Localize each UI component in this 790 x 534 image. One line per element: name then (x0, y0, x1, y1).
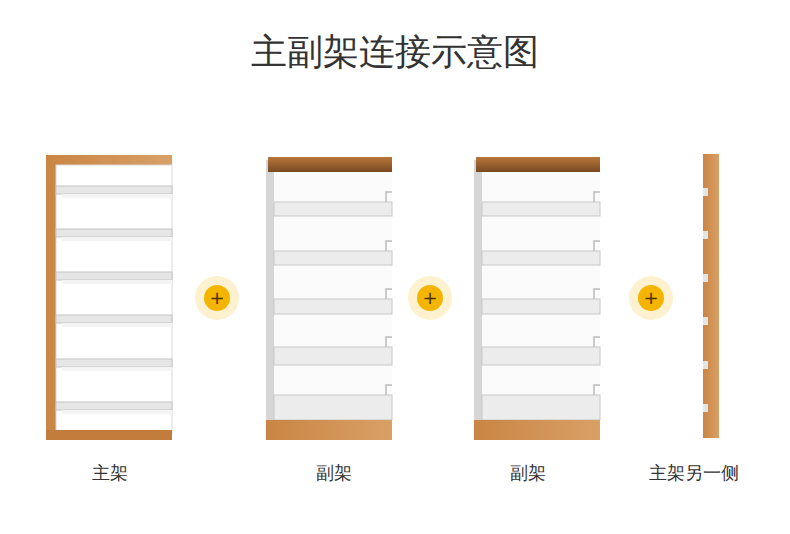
diagram-title: 主副架连接示意图 (0, 30, 790, 73)
side-panel (703, 154, 719, 438)
plus-sign: + (638, 285, 664, 311)
plus-circle: + (408, 276, 452, 320)
shelf-label: 副架 (510, 462, 546, 484)
plus-circle: + (195, 276, 239, 320)
main-frame (46, 155, 172, 440)
sub-frame (474, 157, 600, 440)
plus-sign: + (204, 285, 230, 311)
shelf-label: 主架另一侧 (649, 462, 739, 484)
shelf-label: 主架 (92, 462, 128, 484)
plus-circle: + (629, 276, 673, 320)
shelf-label: 副架 (316, 462, 352, 484)
plus-sign: + (417, 285, 443, 311)
sub-frame (266, 157, 392, 440)
